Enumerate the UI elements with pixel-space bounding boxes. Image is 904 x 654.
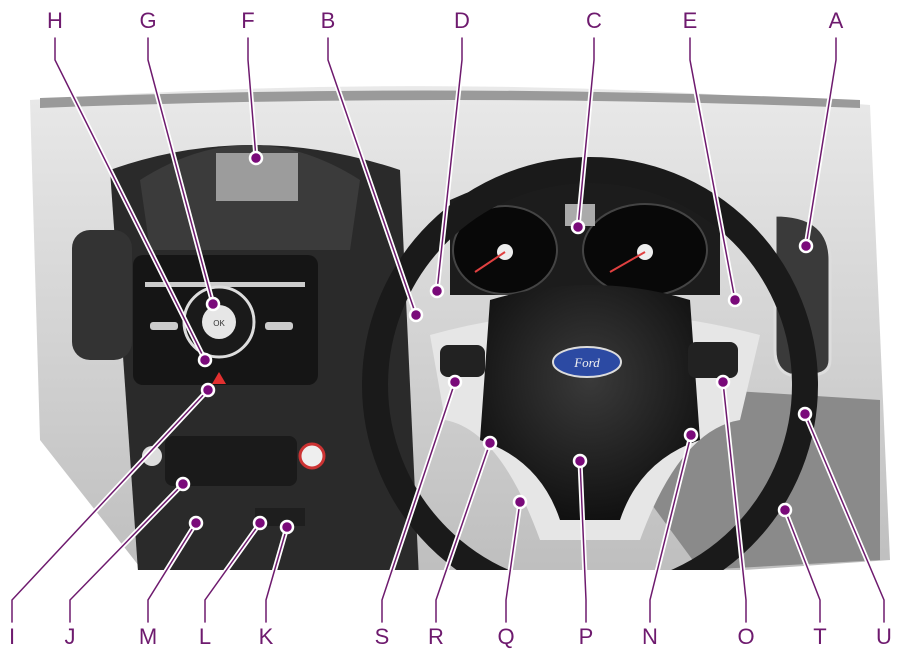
svg-text:OK: OK xyxy=(213,319,225,328)
callout-label-q: Q xyxy=(497,624,515,649)
callout-label-k: K xyxy=(258,624,274,649)
callout-label-u: U xyxy=(876,624,892,649)
audio-unit: OK xyxy=(133,255,318,385)
callout-dots xyxy=(175,150,814,535)
callout-label-m: M xyxy=(138,624,158,649)
callout-label-n: N xyxy=(642,624,658,649)
instrument-cluster xyxy=(450,170,720,297)
callout-label-o: O xyxy=(737,624,755,649)
callout-label-c: C xyxy=(586,8,602,33)
callout-label-b: B xyxy=(320,8,336,33)
callout-label-l: L xyxy=(198,624,212,649)
callout-label-s: S xyxy=(374,624,390,649)
callout-label-g: G xyxy=(139,8,157,33)
callout-label-r: R xyxy=(428,624,444,649)
callout-label-d: D xyxy=(454,8,470,33)
callout-label-h: H xyxy=(47,8,63,33)
callout-label-i: I xyxy=(8,624,16,649)
steering-wheel: Ford xyxy=(362,157,818,613)
callout-label-e: E xyxy=(682,8,698,33)
callout-label-p: P xyxy=(578,624,594,649)
callout-label-f: F xyxy=(241,8,255,33)
callout-label-j: J xyxy=(64,624,76,649)
climate-panel xyxy=(142,436,326,526)
svg-text:Ford: Ford xyxy=(573,355,600,370)
callout-lines xyxy=(9,35,887,625)
callout-label-a: A xyxy=(828,8,844,33)
callout-label-t: T xyxy=(813,624,827,649)
